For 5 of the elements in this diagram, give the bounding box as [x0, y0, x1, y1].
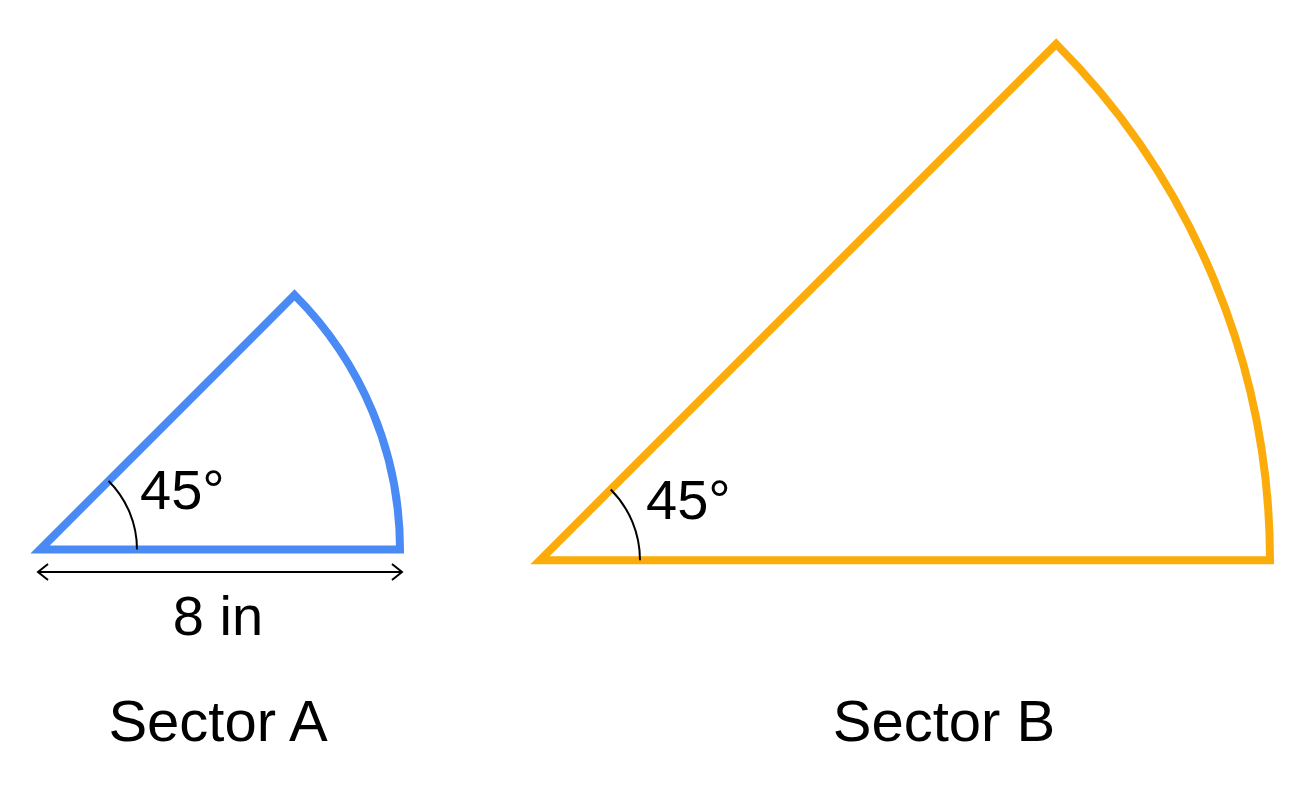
- angle-label: 45°: [646, 472, 731, 528]
- dimension-label: 8 in: [172, 588, 264, 644]
- angle-label: 45°: [140, 462, 225, 518]
- sector-caption: Sector A: [108, 692, 328, 750]
- sector-caption: Sector B: [832, 692, 1056, 750]
